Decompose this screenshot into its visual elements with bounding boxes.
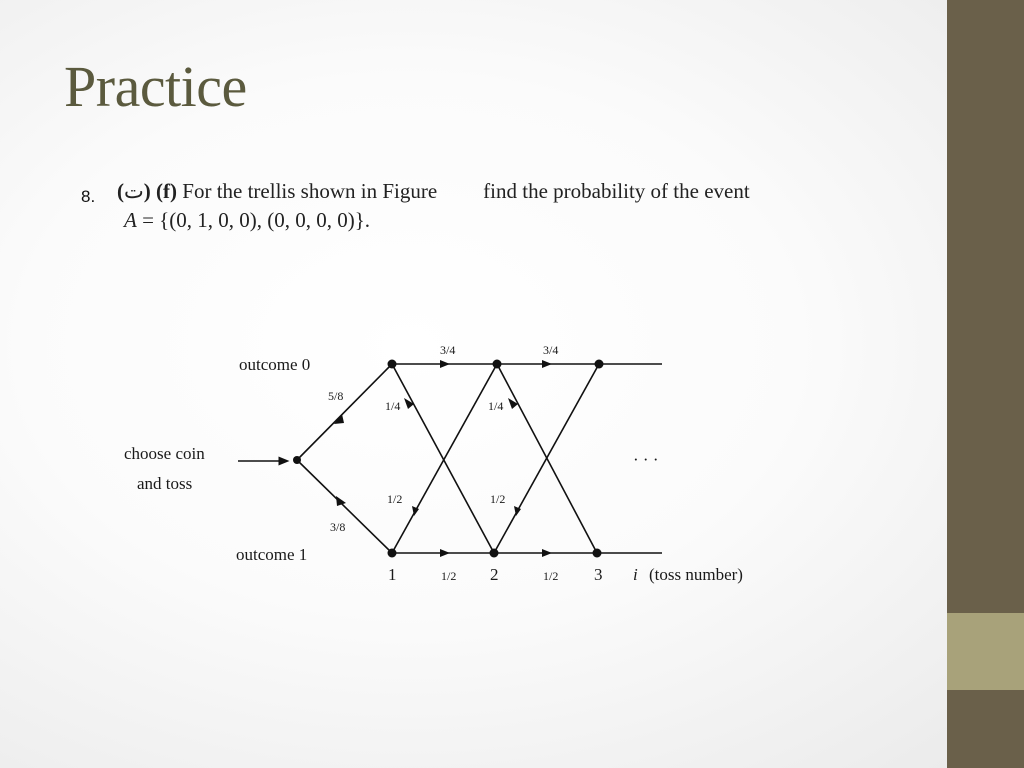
- cross-arrow-icon: [412, 506, 419, 516]
- continuation-ellipsis: · · ·: [633, 450, 658, 469]
- branch-to-outcome0: [296, 363, 393, 461]
- top-arrow-icon: [440, 360, 450, 368]
- start-prob-top: 5/8: [328, 389, 343, 403]
- down-cross-prob: 1/4: [488, 399, 503, 413]
- problem-number: 8.: [81, 187, 96, 206]
- problem-text-before: For the trellis shown in Figure: [182, 179, 438, 203]
- trellis-node: [387, 548, 397, 558]
- toss-number: 2: [490, 565, 499, 584]
- cross-arrow-icon: [404, 398, 414, 409]
- top-edge-prob: 3/4: [543, 343, 558, 357]
- problem-marker-open: (: [117, 179, 124, 203]
- trellis-diagram: choose coin and toss outcome 0 outcome 1…: [124, 343, 743, 584]
- start-prob-bottom: 3/8: [330, 520, 345, 534]
- up-cross-prob: 1/2: [490, 492, 505, 506]
- trellis-node: [594, 359, 604, 369]
- axis-variable: i: [633, 565, 638, 584]
- top-arrow-icon: [542, 360, 552, 368]
- smiley-icon: ت: [124, 179, 144, 203]
- problem-part: (f): [156, 179, 178, 203]
- bottom-edge-prob: 1/2: [543, 569, 558, 583]
- outcome0-label: outcome 0: [239, 355, 310, 374]
- problem-statement-line1: (ت) (f) For the trellis shown in Figure f…: [117, 179, 750, 204]
- top-edge-prob: 3/4: [440, 343, 455, 357]
- event-set: = {(0, 1, 0, 0), (0, 0, 0, 0)}.: [136, 208, 371, 232]
- cross-edge-up: [493, 363, 600, 554]
- branch-arrow-up-icon: [334, 414, 344, 424]
- cross-arrow-icon: [514, 506, 521, 516]
- cross-edge-up: [391, 363, 498, 554]
- trellis-node: [492, 359, 502, 369]
- trellis-node: [489, 548, 499, 558]
- slide-title: Practice: [64, 54, 247, 119]
- bottom-edge-prob: 1/2: [441, 569, 456, 583]
- trellis-node: [387, 359, 397, 369]
- problem-marker-close: ): [143, 179, 151, 203]
- toss-number: 1: [388, 565, 397, 584]
- toss-number: 3: [594, 565, 603, 584]
- problem-text-after: find the probability of the event: [483, 179, 750, 203]
- branch-arrow-down-icon: [336, 496, 346, 506]
- input-label-line2: and toss: [137, 474, 192, 493]
- axis-label: (toss number): [649, 565, 743, 584]
- trellis-node: [592, 548, 602, 558]
- up-cross-prob: 1/2: [387, 492, 402, 506]
- bottom-arrow-icon: [440, 549, 450, 557]
- start-node: [293, 456, 301, 464]
- side-accent-block: [947, 613, 1024, 690]
- cross-edge-down: [391, 363, 495, 554]
- outcome1-label: outcome 1: [236, 545, 307, 564]
- cross-arrow-icon: [508, 398, 518, 409]
- problem-statement-line2: A = {(0, 1, 0, 0), (0, 0, 0, 0)}.: [124, 208, 370, 233]
- branch-to-outcome1: [296, 459, 393, 554]
- event-variable: A: [124, 208, 137, 232]
- down-cross-prob: 1/4: [385, 399, 400, 413]
- bottom-arrow-icon: [542, 549, 552, 557]
- input-label-line1: choose coin: [124, 444, 205, 463]
